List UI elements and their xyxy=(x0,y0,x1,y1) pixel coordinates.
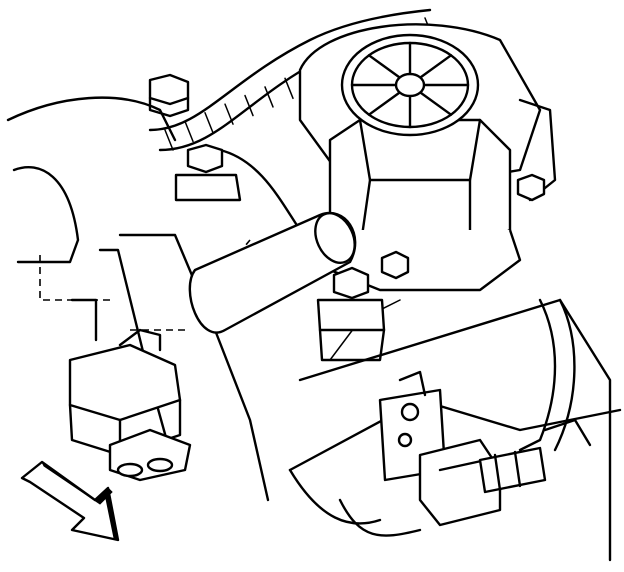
bolt-top-left xyxy=(148,73,190,118)
engine-block xyxy=(6,96,622,562)
actuator-housing xyxy=(298,23,557,292)
harness-rib xyxy=(184,120,194,143)
mounting-bolts xyxy=(148,73,546,362)
harness-rib xyxy=(164,129,174,151)
harness-rib xyxy=(224,103,234,125)
cylindrical-canister xyxy=(188,211,357,334)
electrical-connector xyxy=(418,418,592,527)
direction-arrow-icon xyxy=(20,460,120,542)
harness-rib xyxy=(264,86,274,108)
harness-rib xyxy=(204,112,214,134)
bolt-center xyxy=(316,266,386,362)
left-valve-assembly xyxy=(68,328,192,482)
bolt-right xyxy=(380,250,410,280)
bolt-mid-left xyxy=(174,143,242,202)
bolt-far-right xyxy=(516,173,546,202)
harness-rib xyxy=(244,94,254,117)
harness-rib xyxy=(284,77,294,100)
